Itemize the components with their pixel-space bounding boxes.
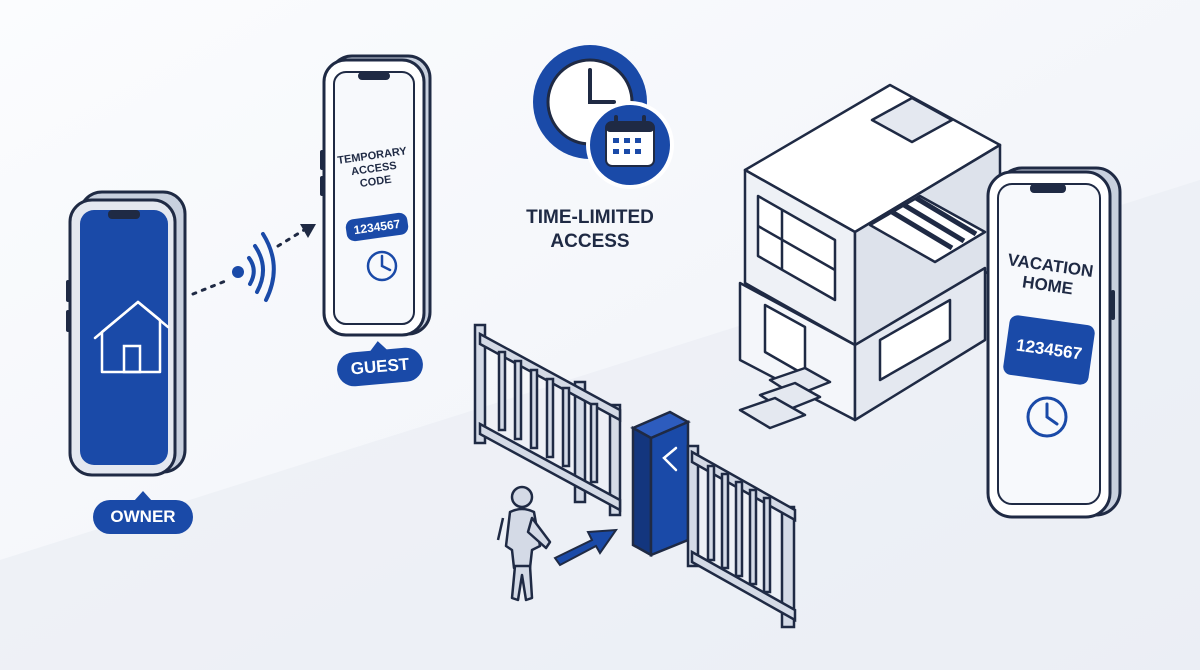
gate-access-panel[interactable]: [630, 410, 691, 558]
owner-phone: [66, 190, 187, 477]
house-icon: [93, 300, 170, 374]
clock-icon: [366, 250, 398, 282]
wireless-signal-icon: [191, 224, 316, 302]
gate-left-section: [473, 323, 622, 517]
person-figure: [496, 485, 552, 602]
clock-icon: [1026, 396, 1068, 438]
calendar-icon: [586, 101, 674, 189]
time-limited-label: TIME-LIMITED ACCESS: [500, 206, 680, 254]
time-limited-line-2: ACCESS: [550, 231, 630, 252]
direction-arrow-icon: [553, 528, 619, 567]
owner-label: OWNER: [93, 491, 193, 534]
vacation-access-code: 1234567: [1002, 314, 1096, 386]
time-limited-line-1: TIME-LIMITED: [526, 207, 654, 228]
chevron-left-icon: [662, 446, 678, 472]
vacation-house: [738, 83, 1002, 430]
time-limited-icons: [533, 45, 674, 189]
gate-right-section: [686, 444, 797, 629]
gate: [473, 323, 797, 629]
guest-phone: [320, 54, 432, 337]
